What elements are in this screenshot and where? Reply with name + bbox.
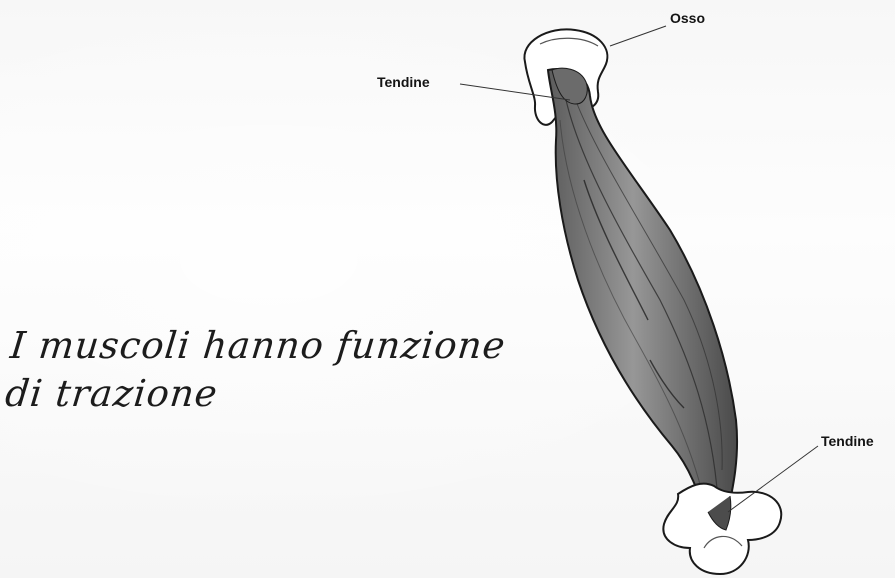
handwritten-note: I muscoli hanno funzione di trazione <box>3 322 553 418</box>
bone-bottom <box>663 484 781 574</box>
bone-label: Osso <box>670 10 705 26</box>
handwritten-note-line-1: I muscoli hanno funzione <box>8 322 553 370</box>
leader-line-bone <box>610 26 666 46</box>
tendon-bottom-label: Tendine <box>821 433 874 449</box>
tendon-top-label: Tendine <box>377 74 430 90</box>
handwritten-note-line-2: di trazione <box>3 370 548 418</box>
muscle-belly <box>548 68 737 528</box>
